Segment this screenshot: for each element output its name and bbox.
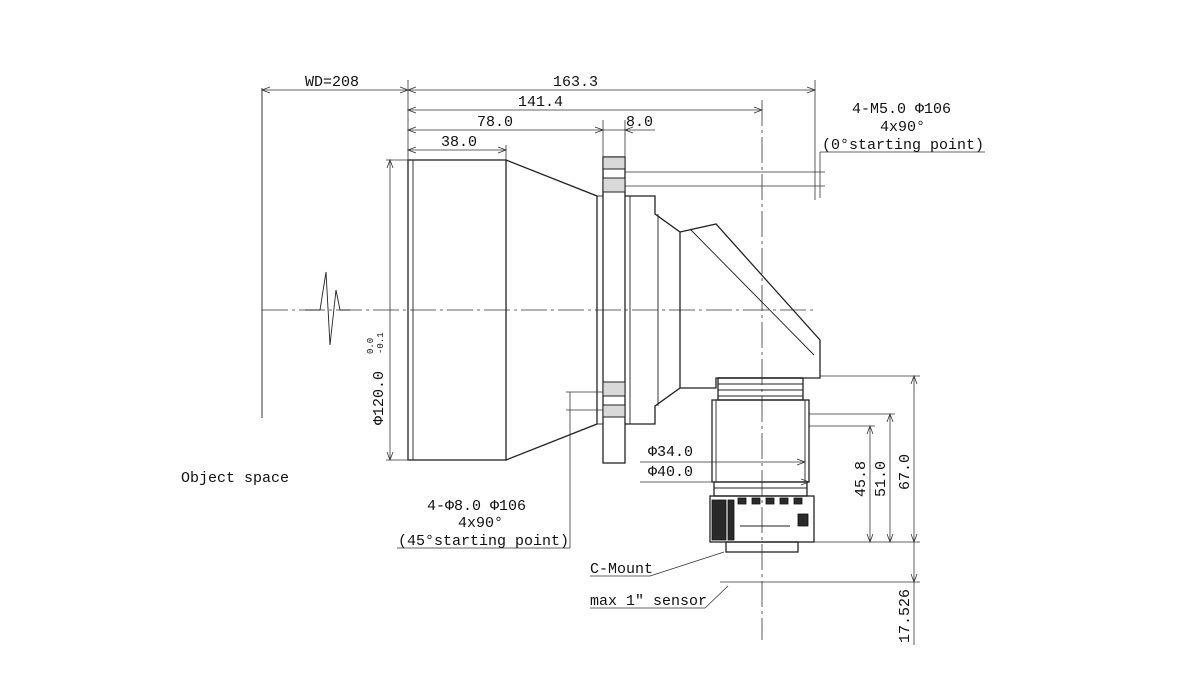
top-holes-line2: 4x90° bbox=[880, 119, 925, 136]
height-67-label: 67.0 bbox=[897, 454, 914, 490]
c-mount-barrel bbox=[709, 377, 815, 553]
bottom-holes-line2: 4x90° bbox=[458, 515, 503, 532]
length-78-label: 78.0 bbox=[477, 114, 513, 131]
diameter-120-label: Φ120.0 bbox=[371, 371, 388, 425]
bottom-holes-line3: (45°starting point) bbox=[398, 533, 569, 550]
mount-flange bbox=[597, 156, 626, 464]
diameter-40-label: Φ40.0 bbox=[648, 464, 693, 481]
dimension-lines bbox=[260, 80, 985, 645]
height-51-label: 51.0 bbox=[873, 461, 890, 497]
bottom-holes-line1: 4-Φ8.0 Φ106 bbox=[427, 498, 526, 515]
object-space-label: Object space bbox=[181, 470, 289, 487]
diameter-34-label: Φ34.0 bbox=[648, 444, 693, 461]
sensor-label: max 1″ sensor bbox=[590, 593, 707, 610]
cone-section bbox=[505, 159, 598, 461]
tolerance-lower: -0.1 bbox=[376, 332, 386, 354]
prism-housing bbox=[679, 223, 821, 389]
top-holes-line1: 4-M5.0 Φ106 bbox=[852, 101, 951, 118]
top-holes-line3: (0°starting point) bbox=[822, 137, 984, 154]
tolerance-upper: 0.0 bbox=[366, 338, 376, 354]
height-17-label: 17.526 bbox=[897, 589, 914, 643]
c-mount-label: C-Mount bbox=[590, 561, 653, 578]
length-8-label: 8.0 bbox=[626, 114, 653, 131]
object-plane-line bbox=[261, 88, 350, 418]
length-38-label: 38.0 bbox=[441, 134, 477, 151]
total-length-label: 163.3 bbox=[553, 74, 598, 91]
wd-dim-label: WD=208 bbox=[305, 74, 359, 91]
front-barrel bbox=[407, 159, 507, 461]
height-45-label: 45.8 bbox=[853, 461, 870, 497]
rear-body bbox=[625, 195, 681, 425]
length-141-label: 141.4 bbox=[518, 94, 563, 111]
